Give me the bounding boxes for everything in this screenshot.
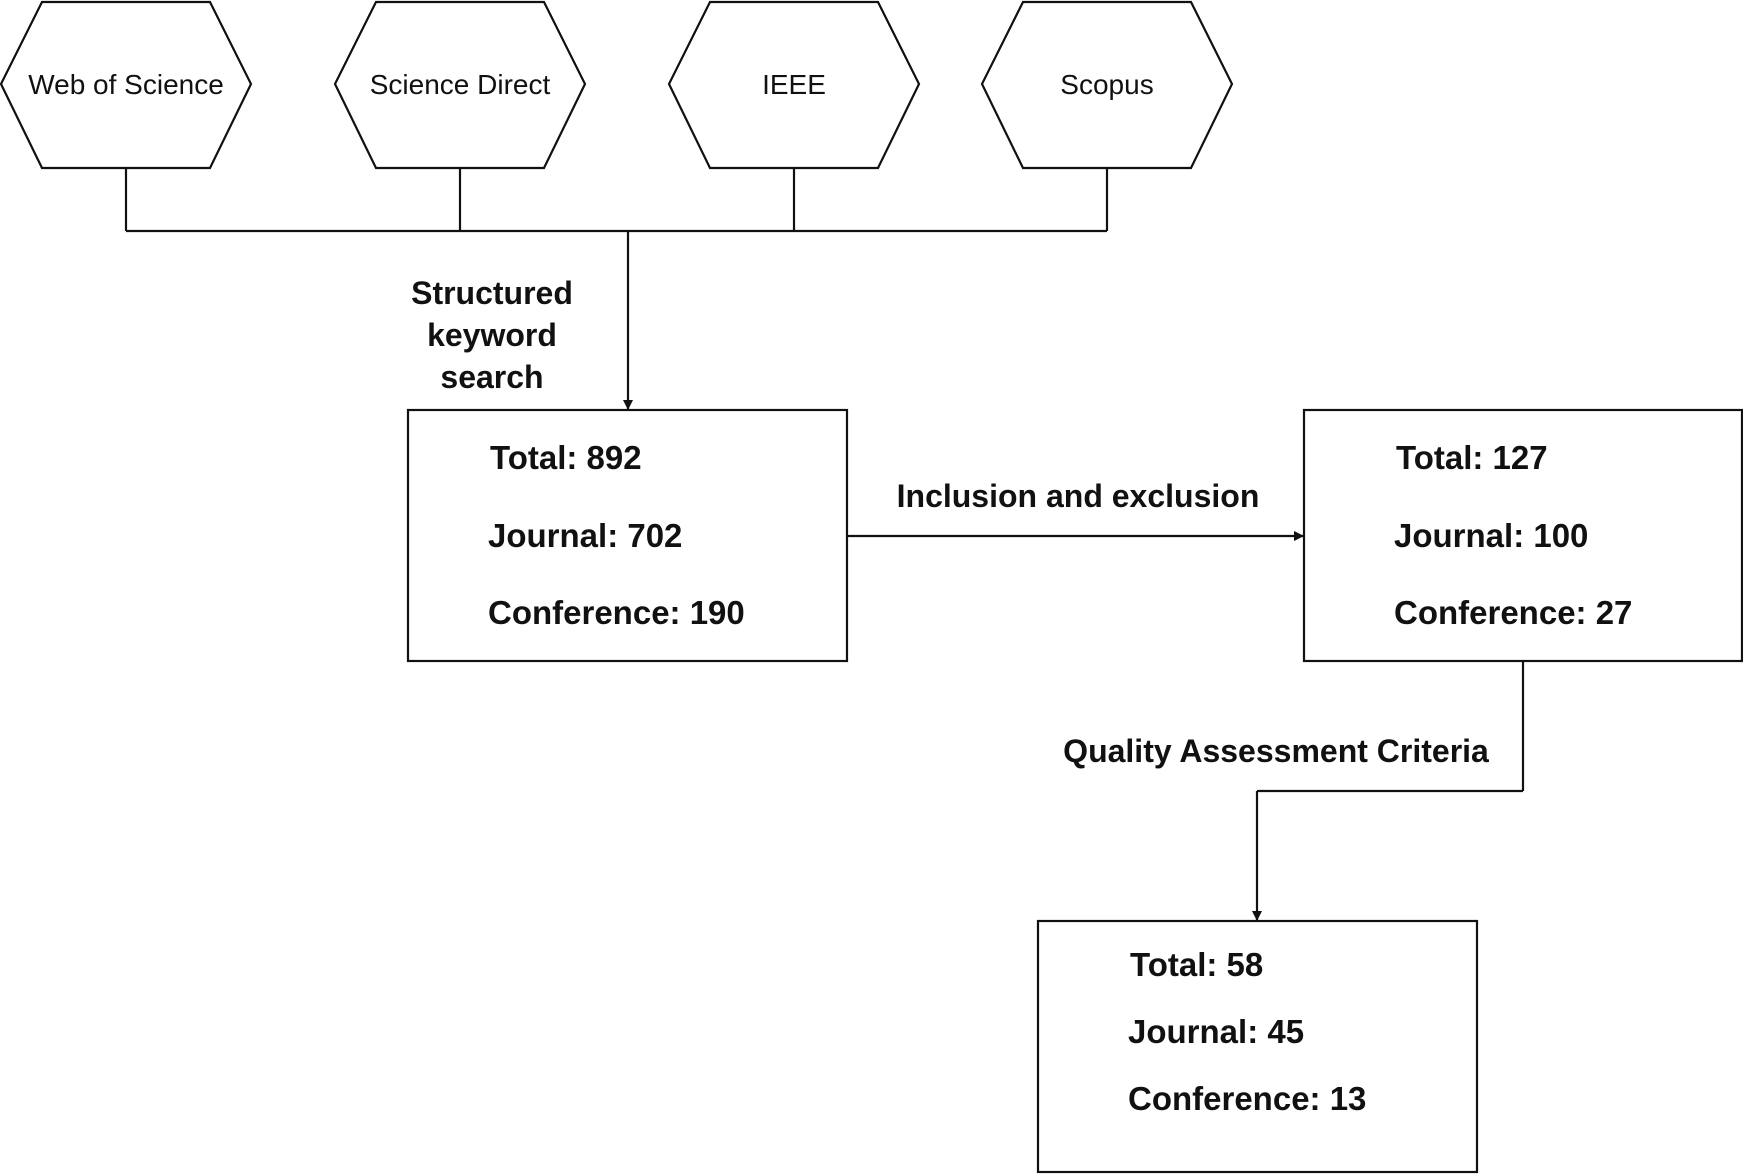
source-hexagon	[0, 0, 253, 170]
source-web-of-science: Web of Science	[0, 0, 253, 170]
quality-connector	[1252, 661, 1525, 921]
final-conference: Conference: 13	[1128, 1080, 1366, 1117]
search-label-line-2: keyword	[427, 317, 557, 353]
source-label: Science Direct	[370, 69, 551, 100]
screened-total: Total: 127	[1396, 439, 1548, 476]
source-label: Scopus	[1060, 69, 1153, 100]
source-label: IEEE	[762, 69, 826, 100]
initial-journal: Journal: 702	[488, 517, 682, 554]
screened-conference: Conference: 27	[1394, 594, 1632, 631]
source-hexagon	[333, 0, 587, 170]
source-scopus: Scopus	[980, 0, 1234, 170]
screening-label: Inclusion and exclusion	[897, 478, 1260, 514]
quality-label: Quality Assessment Criteria	[1063, 733, 1489, 769]
source-hexagon	[667, 0, 921, 170]
search-label-line-3: search	[440, 359, 543, 395]
screened-journal: Journal: 100	[1394, 517, 1588, 554]
initial-total: Total: 892	[490, 439, 642, 476]
search-label-line-1: Structured	[411, 275, 573, 311]
stage-screened-box: Total: 127 Journal: 100 Conference: 27	[1302, 408, 1743, 663]
source-ieee: IEEE	[667, 0, 921, 170]
source-hexagon	[980, 0, 1234, 170]
source-label: Web of Science	[28, 69, 224, 100]
final-journal: Journal: 45	[1128, 1013, 1304, 1050]
stage-final-box: Total: 58 Journal: 45 Conference: 13	[1036, 919, 1479, 1174]
source-merge-connector	[124, 168, 1109, 233]
initial-conference: Conference: 190	[488, 594, 745, 631]
stage-initial-box: Total: 892 Journal: 702 Conference: 190	[406, 408, 849, 663]
final-total: Total: 58	[1130, 946, 1263, 983]
source-science-direct: Science Direct	[333, 0, 587, 170]
